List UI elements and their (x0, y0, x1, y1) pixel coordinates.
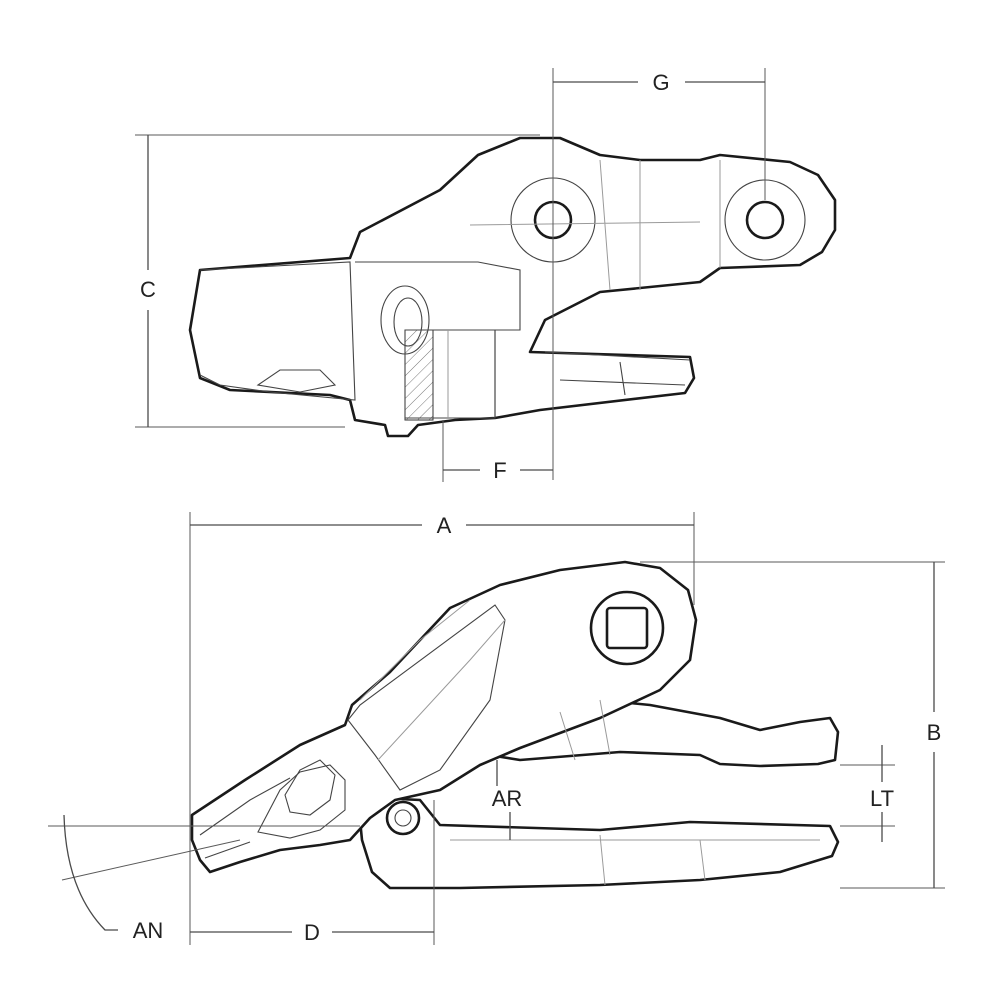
dimension-lt: LT (840, 745, 895, 842)
top-view-section-hatch (404, 329, 434, 421)
dimension-a: A (189, 512, 695, 945)
dimension-g-label: G (652, 70, 669, 95)
dimension-d: D (190, 800, 435, 945)
side-view-body (190, 560, 698, 874)
dimension-b-label: B (927, 720, 942, 745)
side-view-small-pin-outer (385, 800, 421, 836)
dimension-an: AN (48, 814, 360, 943)
dimension-g: G (552, 68, 766, 480)
top-view-lower-lip (544, 351, 691, 396)
top-view-section-outline (404, 329, 496, 419)
dimension-ar-label: AR (492, 786, 523, 811)
dimension-ar: AR (492, 760, 523, 840)
top-view-hole-2 (745, 200, 785, 240)
top-view-nose (199, 261, 356, 401)
side-view-square-pin (605, 606, 649, 650)
top-view-ridge (469, 159, 721, 291)
side-view-flank-ridge (359, 599, 506, 761)
top-view (188, 136, 837, 438)
dimension-f: F (442, 420, 553, 483)
dimension-f-label: F (493, 458, 506, 483)
dimension-an-label: AN (133, 918, 164, 943)
side-view (190, 560, 840, 890)
dimension-a-label: A (437, 513, 452, 538)
dimension-b: B (640, 561, 945, 889)
side-view-nose-detail (199, 764, 346, 859)
dimension-d-label: D (304, 920, 320, 945)
side-view-flank (347, 604, 506, 791)
dimension-c: C (135, 134, 540, 428)
dimension-c-label: C (140, 277, 156, 302)
side-view-lower-leg (358, 796, 840, 890)
dimension-lt-label: LT (870, 786, 894, 811)
side-view-small-pin-inner (394, 809, 412, 827)
top-view-nose-cut (256, 369, 337, 393)
side-view-leg-contours (450, 699, 820, 886)
side-view-pocket (284, 759, 336, 816)
top-view-body-outline (188, 136, 837, 438)
